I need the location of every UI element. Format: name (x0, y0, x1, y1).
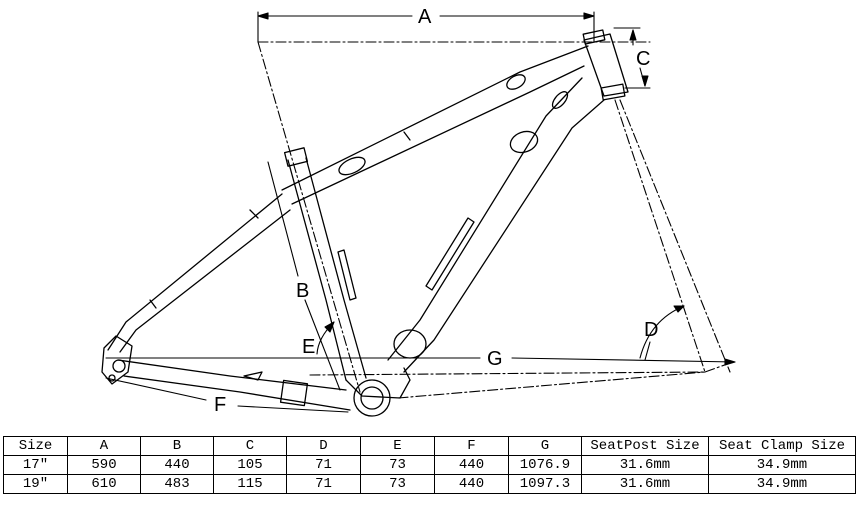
dimension-g (105, 357, 736, 366)
label-e: E (302, 336, 315, 358)
bike-frame (101, 29, 629, 417)
col-f-header: F (434, 436, 509, 456)
dimension-a (257, 11, 651, 393)
cell-e: 73 (360, 474, 435, 494)
cell-d: 71 (286, 474, 361, 494)
dimension-b (267, 161, 341, 391)
cell-a: 590 (67, 455, 141, 475)
label-b: B (296, 280, 309, 302)
col-b-header: B (140, 436, 214, 456)
dimension-d (639, 305, 685, 361)
cell-e: 73 (360, 455, 435, 475)
frame-size-table: Size A B C D E F G SeatPost Size Seat Cl… (3, 436, 856, 494)
label-f: F (214, 394, 226, 416)
col-d-header: D (286, 436, 361, 456)
frame-geometry-diagram: A C B D E G F (101, 6, 736, 417)
table-row: 17″ 590 440 105 71 73 440 1076.9 31.6mm … (3, 455, 856, 475)
col-c-header: C (213, 436, 287, 456)
cell-seatclamp: 34.9mm (708, 455, 856, 475)
cell-seatclamp: 34.9mm (708, 474, 856, 494)
label-c: C (636, 48, 650, 70)
col-seatclamp-header: Seat Clamp Size (708, 436, 856, 456)
cell-seatpost: 31.6mm (581, 455, 709, 475)
col-e-header: E (360, 436, 435, 456)
label-d: D (644, 319, 658, 341)
table-row: 19″ 610 483 115 71 73 440 1097.3 31.6mm … (3, 474, 856, 494)
col-a-header: A (67, 436, 141, 456)
dimension-f (105, 377, 349, 413)
col-size-header: Size (3, 436, 68, 456)
cell-f: 440 (434, 474, 509, 494)
cell-seatpost: 31.6mm (581, 474, 709, 494)
cell-a: 610 (67, 474, 141, 494)
table-header-row: Size A B C D E F G SeatPost Size Seat Cl… (3, 436, 856, 456)
cell-c: 105 (213, 455, 287, 475)
cell-d: 71 (286, 455, 361, 475)
cell-g: 1076.9 (508, 455, 582, 475)
cell-size: 19″ (3, 474, 68, 494)
cell-f: 440 (434, 455, 509, 475)
label-a: A (418, 6, 432, 28)
dimension-c (613, 27, 651, 89)
cell-b: 440 (140, 455, 214, 475)
label-g: G (487, 348, 503, 370)
cell-c: 115 (213, 474, 287, 494)
col-seatpost-header: SeatPost Size (581, 436, 709, 456)
steering-axis (309, 99, 734, 399)
cell-size: 17″ (3, 455, 68, 475)
cell-g: 1097.3 (508, 474, 582, 494)
col-g-header: G (508, 436, 582, 456)
cell-b: 483 (140, 474, 214, 494)
